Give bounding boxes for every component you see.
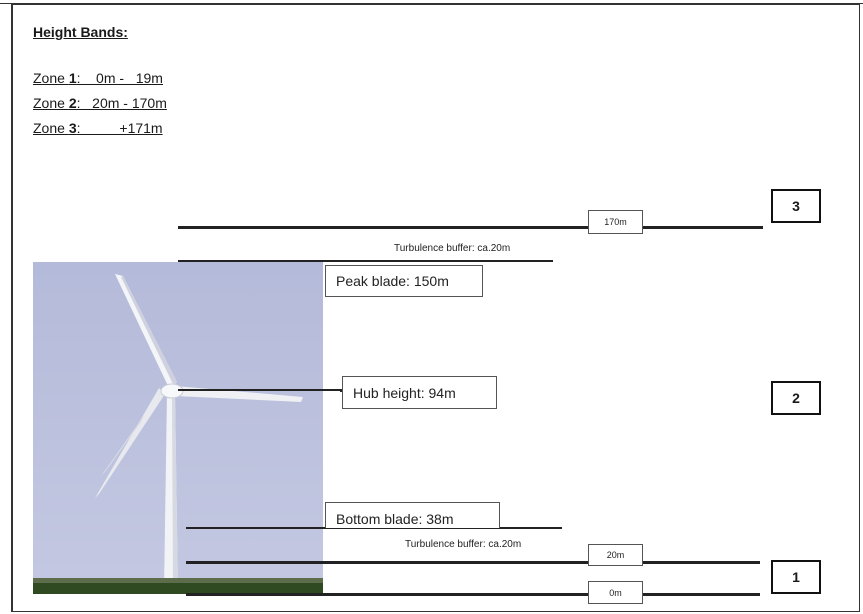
zone-2-prefix: Zone [33, 95, 69, 111]
zone-3-marker: 3 [771, 189, 821, 223]
zone-2-marker: 2 [771, 381, 821, 415]
zone-1-range: : 0m - 19m [76, 70, 163, 86]
line-0m [186, 593, 760, 596]
zone-1-prefix: Zone [33, 70, 69, 86]
line-20m [186, 561, 760, 564]
hub-height-label: Hub height: 94m [342, 376, 497, 409]
top-border [0, 3, 863, 4]
bottom-blade-label: Bottom blade: 38m [325, 502, 500, 528]
wind-turbine-illustration [33, 262, 323, 594]
zone-3-legend: Zone 3: +171m [33, 120, 163, 136]
turbine-hub [160, 383, 184, 399]
line-turbulence-upper [178, 260, 553, 262]
level-tag-20m: 20m [588, 544, 643, 566]
page-frame [11, 4, 860, 612]
hub-pointer-line [178, 389, 342, 391]
zone-3-number: 3 [68, 120, 77, 136]
legend-heading: Height Bands: [33, 24, 128, 40]
turbulence-buffer-lower: Turbulence buffer: ca.20m [405, 539, 522, 550]
zone-3-prefix: Zone [33, 120, 69, 136]
level-tag-170m: 170m [588, 210, 643, 234]
zone-1-marker: 1 [771, 560, 821, 594]
peak-blade-label: Peak blade: 150m [325, 265, 483, 297]
zone-2-range: : 20m - 170m [76, 95, 167, 111]
grass [33, 582, 323, 594]
zone-1-legend: Zone 1: 0m - 19m [33, 70, 163, 86]
turbine-blade-lower [95, 388, 165, 498]
line-bottom-blade [186, 527, 562, 529]
wind-turbine-photo [33, 262, 323, 594]
level-tag-0m: 0m [588, 581, 643, 604]
turbulence-buffer-upper: Turbulence buffer: ca.20m [394, 243, 511, 254]
sky [33, 262, 323, 594]
line-170m [178, 226, 763, 229]
zone-1-number: 1 [68, 70, 77, 86]
zone-2-legend: Zone 2: 20m - 170m [33, 95, 167, 111]
zone-3-range: : +171m [76, 120, 163, 136]
zone-2-number: 2 [68, 95, 77, 111]
